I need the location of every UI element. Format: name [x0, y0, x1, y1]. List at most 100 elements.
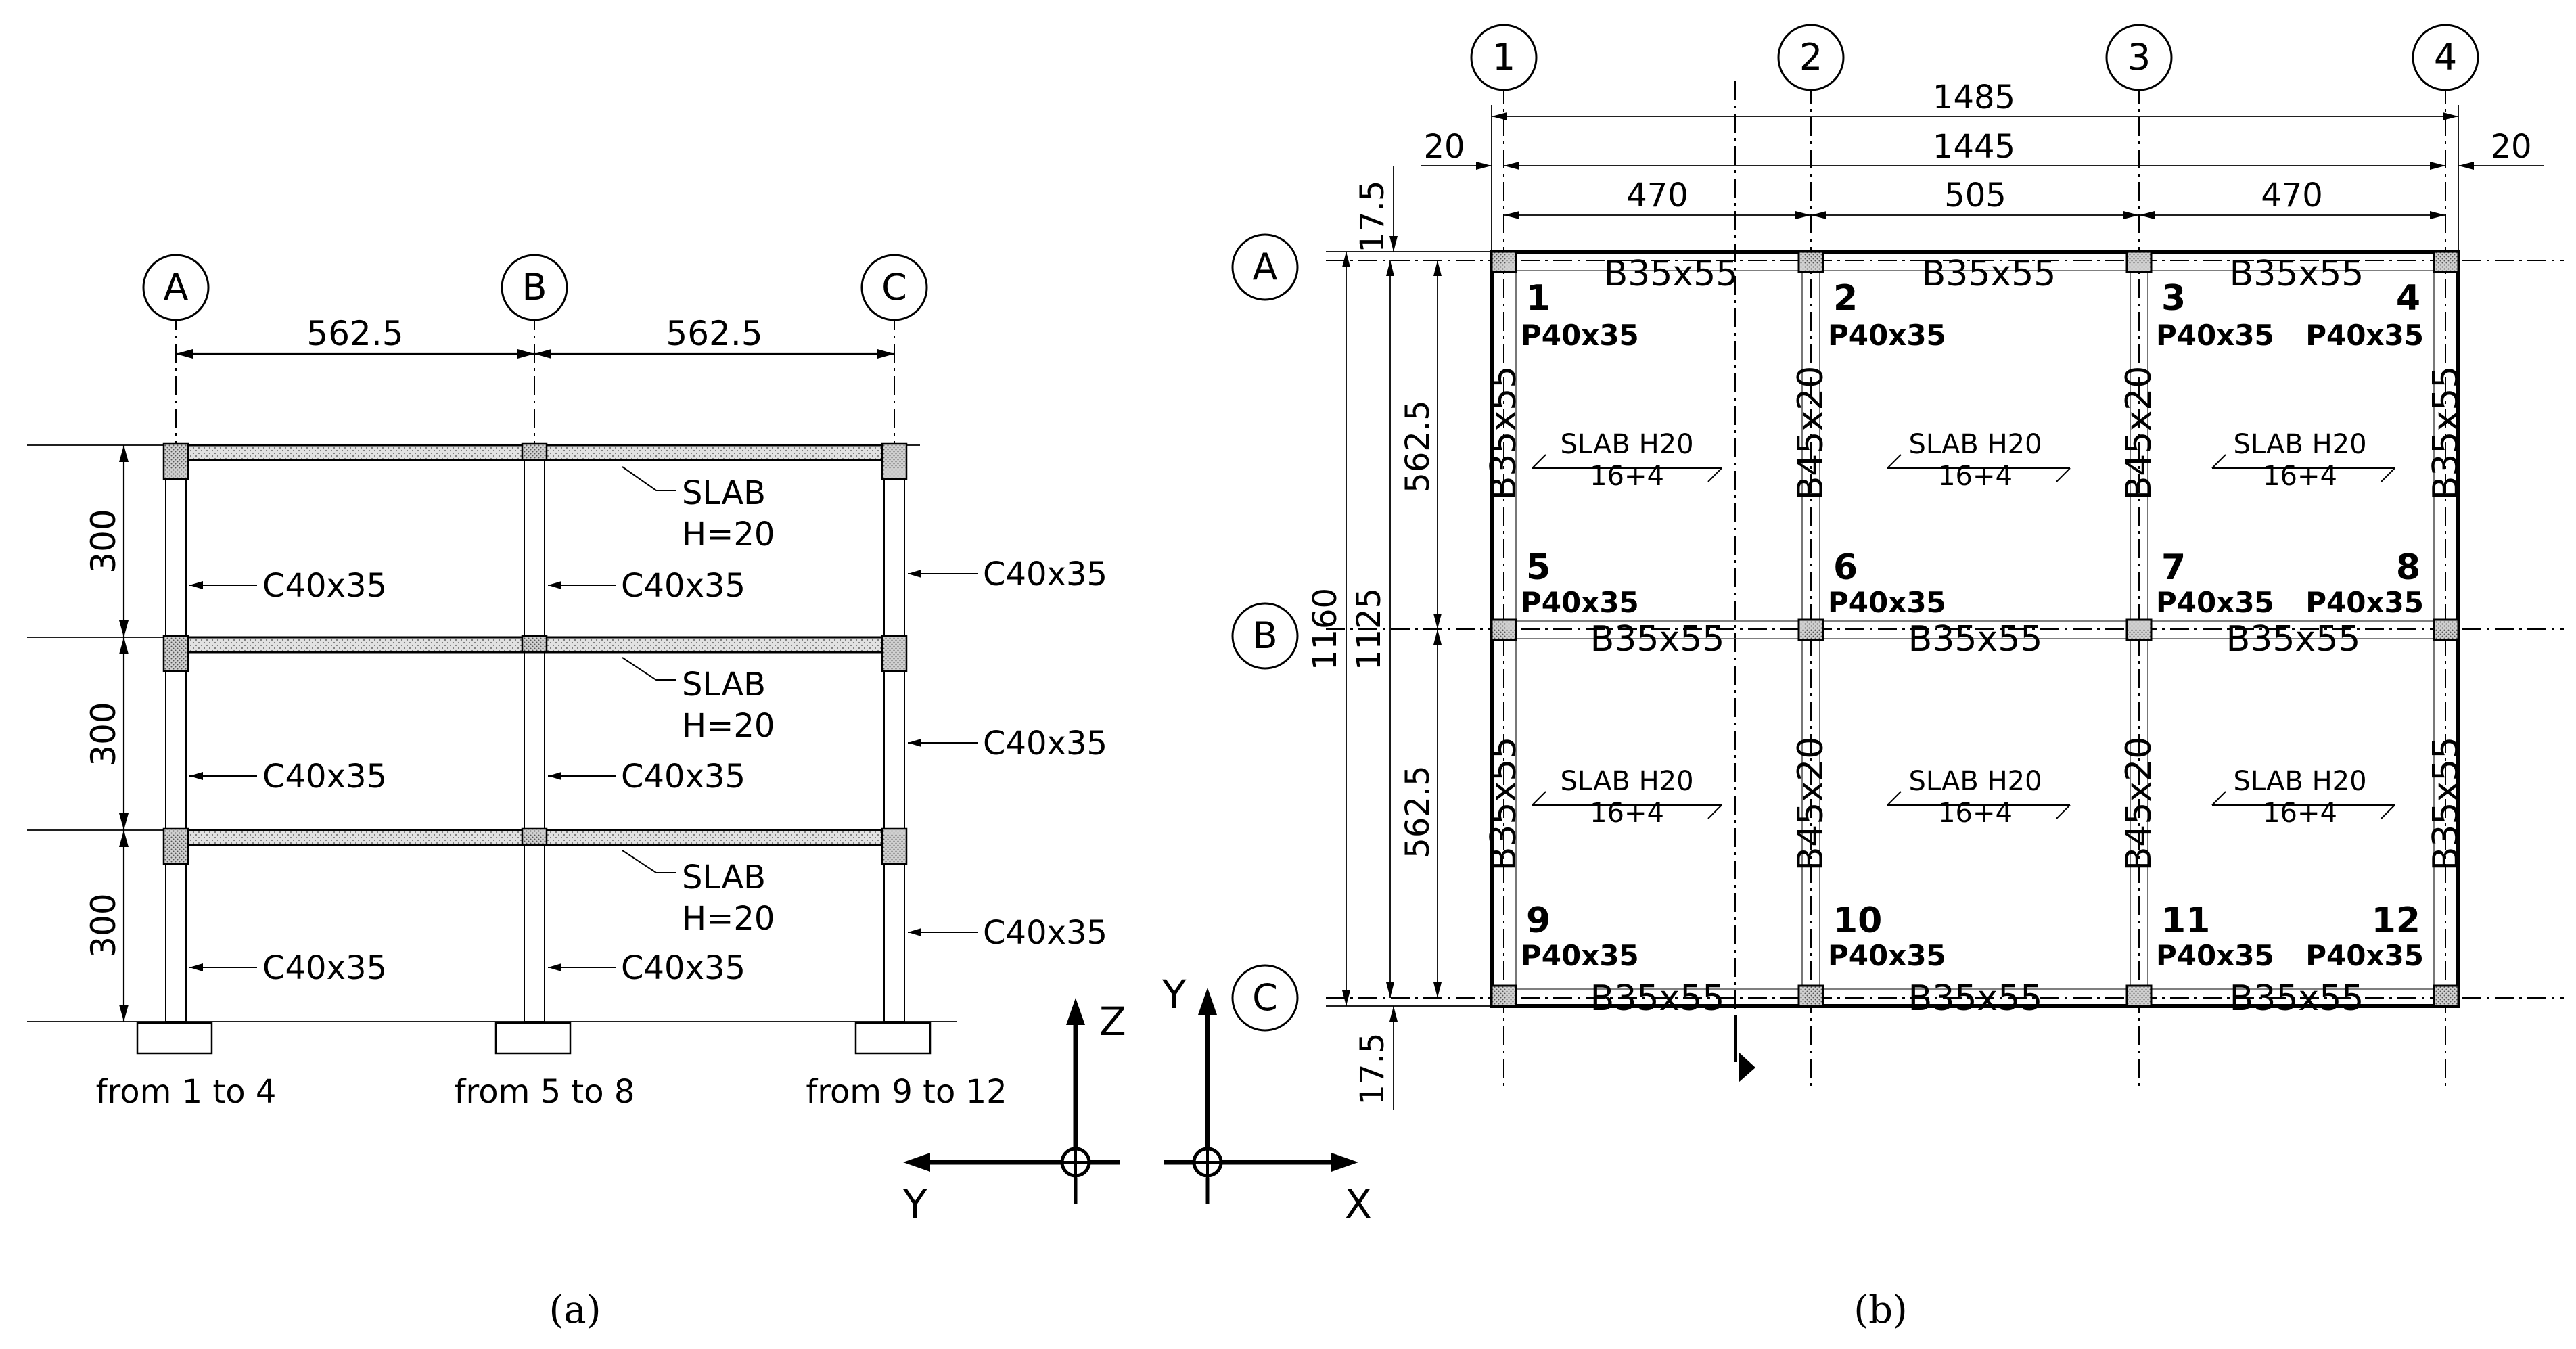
- beam-label: B35x55: [2426, 366, 2466, 501]
- storey-3-height: 300: [84, 509, 123, 573]
- svg-text:4: 4: [2434, 36, 2457, 78]
- z-axis-label: Z: [1099, 999, 1126, 1045]
- svg-text:SLAB H20: SLAB H20: [1560, 766, 1693, 797]
- slab-label-bot: SLAB: [682, 859, 766, 896]
- svg-text:A: A: [164, 266, 189, 308]
- grid-bubble-plan-c: C: [1231, 964, 1299, 1032]
- svg-text:SLAB H20: SLAB H20: [2233, 429, 2366, 460]
- column-label: C40x35: [621, 567, 745, 605]
- bay-depth-1: 562.5: [1399, 400, 1437, 493]
- column-number: 9: [1526, 900, 1550, 941]
- svg-text:SLAB H20: SLAB H20: [2233, 766, 2366, 797]
- svg-text:2: 2: [1799, 36, 1822, 78]
- svg-text:C: C: [881, 266, 907, 308]
- column-size: P40x35: [1521, 586, 1639, 619]
- column-label: C40x35: [983, 914, 1107, 952]
- bay-width-1: 470: [1626, 177, 1688, 214]
- column-size: P40x35: [2156, 319, 2274, 352]
- svg-text:A: A: [1253, 246, 1278, 288]
- column-label: C40x35: [262, 758, 387, 796]
- column-size: P40x35: [2305, 319, 2424, 352]
- grid-bubble-plan-a: A: [1231, 233, 1299, 301]
- plan-columns: [1490, 250, 2460, 1007]
- plan-column-labels: 1 P40x35 2 P40x35 3 P40x35 4 P40x35 5 P4…: [1521, 278, 2424, 972]
- column-label: C40x35: [983, 555, 1107, 593]
- grid-bubble-4: 4: [2412, 24, 2479, 91]
- slab-thickness-mid: H=20: [682, 707, 775, 745]
- axis-depth: 1125: [1350, 588, 1388, 670]
- beam-column-joints: [162, 442, 908, 865]
- column-size: P40x35: [2156, 939, 2274, 972]
- overall-width: 1485: [1933, 78, 2015, 116]
- column-number: 5: [1526, 547, 1550, 588]
- foundation-labels: from 1 to 4 from 5 to 8 from 9 to 12: [96, 1073, 1007, 1111]
- svg-text:16+4: 16+4: [1590, 798, 1664, 829]
- bay-depth-2: 562.5: [1399, 765, 1437, 858]
- foundation-label-c: from 9 to 12: [806, 1073, 1007, 1111]
- axis-symbol-yx: Y X: [1162, 971, 1372, 1227]
- svg-text:16+4: 16+4: [2263, 461, 2337, 492]
- column-number: 4: [2396, 278, 2420, 319]
- storey-height-dimension: 300 300 300: [84, 445, 129, 1022]
- column-size: P40x35: [2305, 939, 2424, 972]
- svg-text:1: 1: [1492, 36, 1515, 78]
- slab-label-mid: SLAB: [682, 666, 766, 704]
- beam-label: B45x20: [1791, 737, 1831, 871]
- column-size: P40x35: [1828, 586, 1946, 619]
- caption-b: (b): [1854, 1288, 1908, 1332]
- beam-label: B35x55: [1908, 619, 2043, 660]
- svg-text:SLAB H20: SLAB H20: [1560, 429, 1693, 460]
- foundation-label-b: from 5 to 8: [455, 1073, 635, 1111]
- left-dimensions: 17.5 1160 1125 562.5 562.5 17.5: [1306, 166, 1495, 1110]
- svg-text:16+4: 16+4: [1938, 461, 2013, 492]
- svg-text:3: 3: [2128, 36, 2150, 78]
- beam-label: B45x20: [1791, 366, 1831, 501]
- top-dimensions: 1485 1445 470 505 470 20 20: [1421, 78, 2544, 254]
- storey-1-height: 300: [84, 893, 123, 957]
- column-size: P40x35: [2305, 586, 2424, 619]
- beam-label: B35x55: [2230, 254, 2364, 294]
- column-number: 11: [2161, 900, 2210, 941]
- beam-label: B35x55: [1590, 978, 1725, 1019]
- axis-width: 1445: [1933, 128, 2015, 166]
- beam-label: B35x55: [1484, 737, 1524, 871]
- grid-bubble-plan-b: B: [1231, 602, 1299, 670]
- svg-text:B: B: [522, 266, 547, 308]
- edge-offset-left: 20: [1423, 128, 1465, 166]
- foundations: [136, 1022, 932, 1055]
- beam-label: B45x20: [2119, 737, 2159, 871]
- column-size: P40x35: [2156, 586, 2274, 619]
- column-number: 3: [2161, 278, 2186, 319]
- storey-2-height: 300: [84, 702, 123, 766]
- y-axis-label-right: Y: [1162, 971, 1187, 1018]
- caption-a: (a): [549, 1288, 601, 1332]
- column-label: C40x35: [262, 567, 387, 605]
- y-axis-label-left: Y: [902, 1181, 927, 1227]
- x-axis-label: X: [1345, 1181, 1372, 1227]
- slab-thickness-top: H=20: [682, 516, 775, 553]
- grid-bubble-b: B: [501, 254, 568, 321]
- svg-text:SLAB H20: SLAB H20: [1908, 429, 2042, 460]
- beam-label: B35x55: [2230, 978, 2364, 1019]
- column-size: P40x35: [1828, 939, 1946, 972]
- column-number: 10: [1833, 900, 1882, 941]
- edge-offset-right: 20: [2490, 128, 2531, 166]
- grid-bubble-a: A: [142, 254, 210, 321]
- bottom-offset: 17.5: [1354, 1033, 1392, 1105]
- column-size: P40x35: [1521, 939, 1639, 972]
- horizontal-beam-labels: B35x55 B35x55 B35x55 B35x55 B35x55 B35x5…: [1590, 254, 2364, 1019]
- grid-bubble-c: C: [860, 254, 928, 321]
- beam-label: B35x55: [1604, 254, 1739, 294]
- foundation-label-a: from 1 to 4: [96, 1073, 277, 1111]
- column-number: 8: [2396, 547, 2420, 588]
- svg-text:SLAB H20: SLAB H20: [1908, 766, 2042, 797]
- column-label: C40x35: [621, 949, 745, 987]
- column-size: P40x35: [1521, 319, 1639, 352]
- column-size: P40x35: [1828, 319, 1946, 352]
